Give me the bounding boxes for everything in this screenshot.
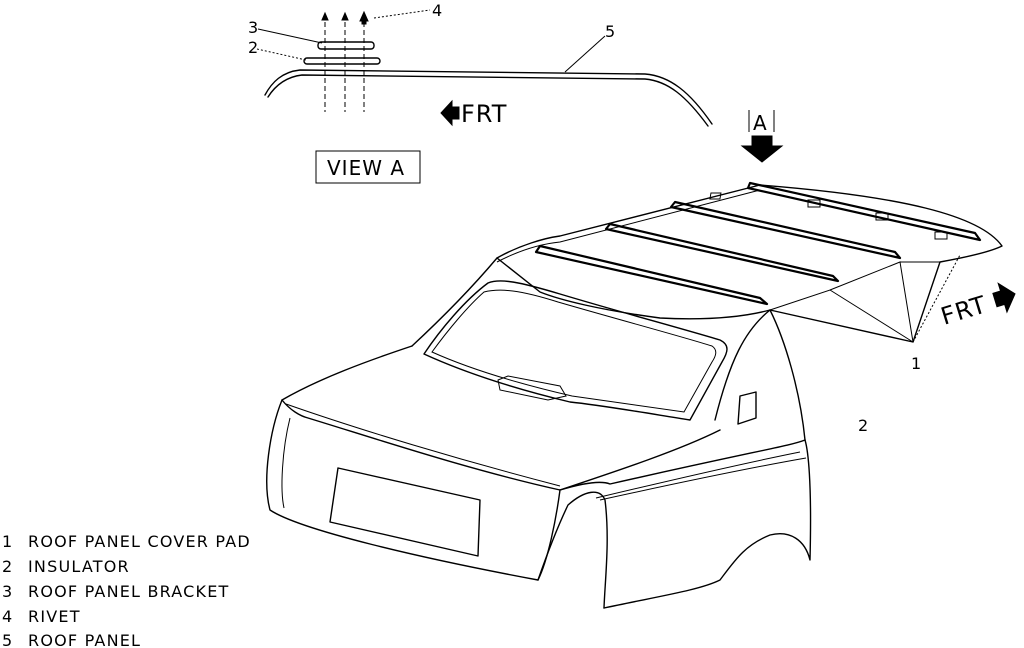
rivet-icon [321,10,369,25]
view-letter: A [753,111,768,135]
front-arrow-icon [440,99,460,127]
hood [281,345,721,491]
legend: 1 ROOF PANEL COVER PAD 2 INSULATOR 3 ROO… [2,532,251,648]
callout-3: 3 [248,18,258,37]
view-label-box [315,150,421,184]
down-arrow-icon [740,135,784,163]
cover-pad-1 [534,244,769,306]
svg-text:INSULATOR: INSULATOR [28,557,130,576]
front-fascia [266,399,561,581]
front-label: FRT [461,100,507,128]
legend-item: 3 ROOF PANEL BRACKET [2,582,230,601]
svg-text:ROOF PANEL BRACKET: ROOF PANEL BRACKET [28,582,230,601]
legend-item: 5 ROOF PANEL [2,631,141,648]
callout-4: 4 [432,1,442,20]
svg-text:RIVET: RIVET [28,607,81,626]
svg-text:2: 2 [2,557,13,576]
side-mirror [737,391,757,425]
legend-item: 4 RIVET [2,607,81,626]
bracket-strip [317,41,375,50]
roof-rail [746,181,982,242]
cover-pad-2 [604,222,840,283]
svg-text:3: 3 [2,582,13,601]
svg-text:ROOF PANEL: ROOF PANEL [28,631,141,648]
roof-panel-profile [264,69,713,125]
callout-main-2: 2 [858,416,868,435]
callout-main-1: 1 [911,354,921,373]
car-body-view [266,181,1003,609]
front-right-arrow-icon [992,282,1016,314]
legend-item: 2 INSULATOR [2,557,130,576]
cover-pad-3 [669,200,902,260]
svg-text:1: 1 [2,532,13,551]
callout-2: 2 [248,38,258,57]
callout-5: 5 [605,22,615,41]
view-label: VIEW A [327,156,405,180]
windshield [423,280,728,421]
svg-text:4: 4 [2,607,13,626]
svg-text:5: 5 [2,631,13,648]
view-a-detail: 3 2 4 5 FRT VIEW A [248,1,713,184]
roof-outline [496,184,1003,343]
insulator-strip [303,57,381,65]
view-a-indicator: A [740,110,784,163]
front-label-right: FRT [938,290,991,330]
front-arrow-right: FRT [938,282,1016,331]
legend-item: 1 ROOF PANEL COVER PAD [2,532,251,551]
grille [329,467,481,557]
svg-text:ROOF PANEL COVER PAD: ROOF PANEL COVER PAD [28,532,251,551]
